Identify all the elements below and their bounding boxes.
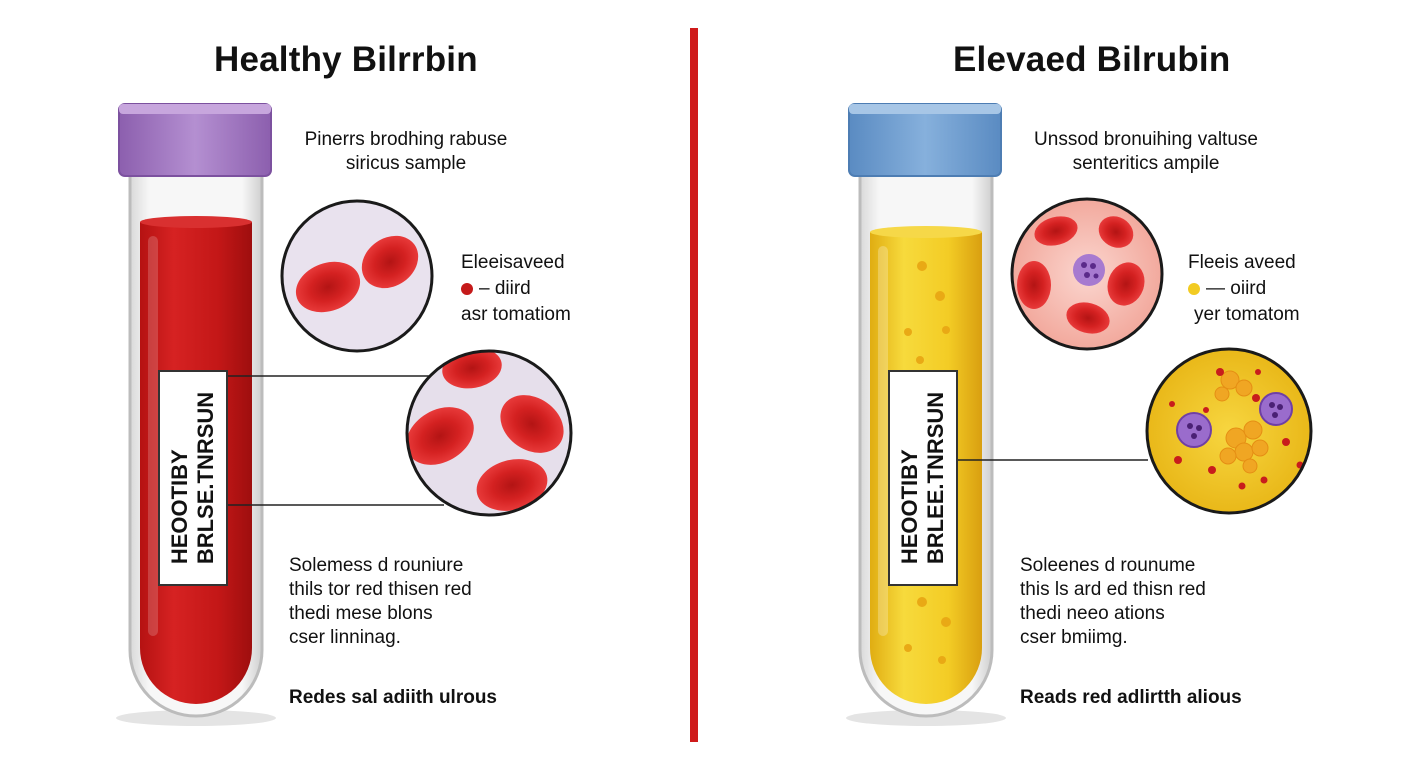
legend-line: Fleeis aveed [1188, 252, 1296, 273]
cap-rim [849, 104, 1001, 114]
red-blood-cell [1034, 216, 1078, 246]
description-line: thedi mese blons [289, 603, 433, 624]
legend-line: – diird [479, 278, 531, 299]
bilirubin-crystals [1214, 370, 1269, 474]
red-blood-cell [407, 407, 474, 465]
caption-line: Pinerrs brodhing rabuse [304, 129, 508, 150]
fluid-surface [870, 226, 982, 238]
white-blood-cell [1259, 392, 1293, 426]
healthy-title: Healthy Bilrrbin [214, 40, 478, 79]
legend-line: asr tomatiom [461, 304, 571, 325]
tube-label-text: HEOOTIBY BRLEE.TNRSUN [897, 392, 949, 564]
healthy-caption: Pinerrs brodhing rabuse siricus sample [286, 128, 526, 176]
red-blood-cell [1066, 302, 1110, 334]
tube-cap [118, 103, 272, 177]
tube-label-line: HEOOTIBY [167, 449, 192, 565]
red-blood-cell [1107, 262, 1145, 306]
healthy-panel: Healthy Bilrrbin Pinerrs brodhing rabuse… [0, 0, 700, 768]
description-line: this ls ard ed thisn red [1020, 579, 1206, 600]
red-blood-cell [500, 395, 564, 453]
tube-label: HEOOTIBY BRLSE.TNRSUN [158, 370, 228, 586]
tube-shadow [116, 710, 276, 726]
description-line: Solemess d rouniure [289, 555, 464, 576]
description-line: Soleenes d rounume [1020, 555, 1196, 576]
legend-line: Eleeisaveed [461, 252, 565, 273]
fluid-highlight [878, 246, 888, 636]
healthy-footer: Redes sal adiith ulrous [289, 687, 497, 708]
red-blood-cell [1098, 216, 1134, 248]
description-line: thedi neeo ations [1020, 603, 1165, 624]
description-line: cser linninag. [289, 627, 401, 648]
yellow-dot-icon [1188, 282, 1200, 295]
tube-label-text: HEOOTIBY BRLSE.TNRSUN [167, 392, 219, 564]
elevated-legend: Fleeis aveed — oiird yer tomatom [1188, 250, 1300, 328]
fluid-surface [140, 216, 252, 228]
tube-label-line: HEOOTIBY [897, 449, 922, 565]
healthy-description: Solemess d rouniure thils tor red thisen… [289, 554, 472, 650]
description-line: cser bmiimg. [1020, 627, 1128, 648]
red-particles [1169, 368, 1304, 490]
fluid-highlight [148, 236, 158, 636]
red-blood-cell [295, 261, 361, 313]
red-blood-cell [476, 459, 548, 511]
red-dot-icon [461, 282, 473, 295]
magnified-cells-top [280, 199, 434, 353]
center-divider [690, 28, 698, 742]
magnified-cells-bottom [405, 349, 573, 517]
tube-label-line: BRLEE.TNRSUN [923, 391, 948, 565]
white-blood-cell [1176, 412, 1212, 448]
legend-line: — oiird [1206, 278, 1267, 299]
description-line: thils tor red thisen red [289, 579, 472, 600]
red-blood-cell [1017, 261, 1051, 309]
elevated-description: Soleenes d rounume this ls ard ed thisn … [1020, 554, 1206, 650]
red-blood-cell [361, 235, 419, 289]
elevated-caption: Unssod bronuihing valtuse senteritics am… [1016, 128, 1276, 176]
tube-cap [848, 103, 1002, 177]
elevated-panel: Elevaed Bilrubin Unssod bronuihing valtu… [708, 0, 1408, 768]
elevated-footer: Reads red adlirtth alious [1020, 687, 1242, 708]
fluid-bubbles [904, 261, 951, 664]
white-blood-cell [1073, 254, 1105, 286]
healthy-illustration [116, 103, 573, 726]
caption-line: siricus sample [345, 153, 467, 174]
caption-line: Unssod bronuihing valtuse [1034, 129, 1258, 150]
magnified-cells-top [1010, 197, 1164, 351]
elevated-illustration [846, 103, 1313, 726]
elevated-title: Elevaed Bilrubin [953, 40, 1231, 79]
legend-line: yer tomatom [1194, 304, 1300, 325]
magnified-cells-bottom [1145, 347, 1313, 515]
tube-shadow [846, 710, 1006, 726]
tube-label-line: BRLSE.TNRSUN [193, 391, 218, 565]
cap-rim [119, 104, 271, 114]
healthy-legend: Eleeisaveed – diird asr tomatiom [461, 250, 571, 328]
caption-line: senteritics ampile [1072, 153, 1220, 174]
tube-label: HEOOTIBY BRLEE.TNRSUN [888, 370, 958, 586]
